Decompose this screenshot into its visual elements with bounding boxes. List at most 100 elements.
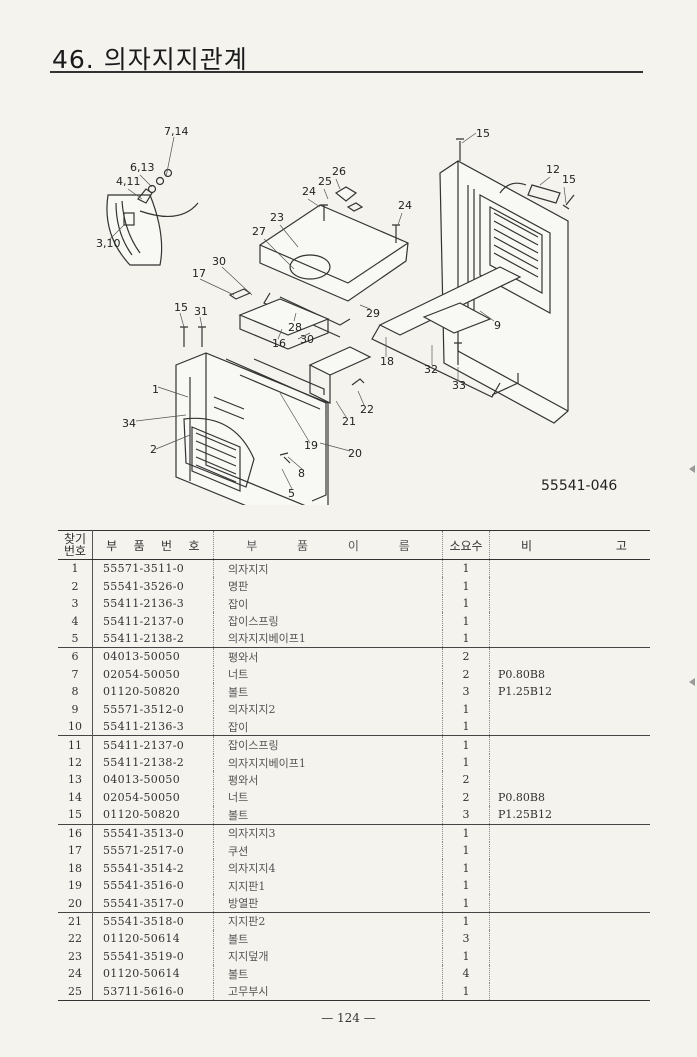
edge-mark bbox=[689, 465, 695, 473]
row-remark: P0.80B8 bbox=[498, 667, 545, 681]
row-remark bbox=[490, 859, 651, 876]
svg-text:20: 20 bbox=[348, 447, 362, 460]
svg-text:16: 16 bbox=[272, 337, 286, 350]
row-number: 15 bbox=[58, 806, 93, 825]
col-header-qty: 소요수 bbox=[442, 530, 490, 560]
row-number: 2 bbox=[58, 577, 93, 595]
svg-text:15: 15 bbox=[174, 301, 188, 314]
svg-text:9: 9 bbox=[494, 319, 501, 332]
exploded-parts-diagram: 7,14 6,13 4,11 3,10 15 12 15 26 25 24 24… bbox=[96, 125, 576, 505]
row-number: 7 bbox=[58, 665, 93, 684]
svg-text:3,10: 3,10 bbox=[96, 237, 121, 250]
figure-code: 55541-046 bbox=[541, 478, 618, 494]
row-part-number: 02054-50050 bbox=[92, 665, 214, 684]
row-quantity: 3 bbox=[442, 683, 490, 701]
parts-table: 찾기 번호 부 품 번 호 부 품 이 름 소요수 비 고 1 55571-351… bbox=[58, 530, 650, 1001]
row-quantity: 1 bbox=[442, 612, 490, 630]
row-part-name: 잡이 bbox=[213, 594, 443, 613]
row-remark bbox=[490, 894, 651, 912]
row-quantity: 1 bbox=[442, 629, 490, 648]
row-part-number: 55411-2138-2 bbox=[92, 629, 214, 648]
row-part-name: 평와서 bbox=[213, 647, 443, 666]
row-part-number: 01120-50820 bbox=[92, 683, 214, 701]
row-number: 17 bbox=[58, 842, 93, 860]
row-remark bbox=[490, 612, 651, 629]
row-remark bbox=[490, 701, 651, 718]
svg-text:26: 26 bbox=[332, 165, 346, 178]
row-number: 10 bbox=[58, 717, 93, 736]
row-part-name: 지지판2 bbox=[213, 911, 443, 931]
row-quantity: 1 bbox=[442, 700, 490, 718]
col-header-remark-label: 비 고 bbox=[521, 538, 627, 553]
row-number: 3 bbox=[58, 594, 93, 613]
row-number: 16 bbox=[58, 823, 93, 842]
row-number: 25 bbox=[58, 982, 93, 1001]
row-quantity: 1 bbox=[442, 559, 490, 578]
row-remark bbox=[490, 560, 651, 578]
row-part-name: 의자지지4 bbox=[213, 859, 443, 877]
row-quantity: 1 bbox=[442, 594, 490, 613]
row-part-number: 55541-3526-0 bbox=[92, 577, 214, 595]
row-part-name: 고무부시 bbox=[213, 982, 443, 1001]
row-remark bbox=[490, 630, 651, 648]
row-number: 19 bbox=[58, 876, 93, 895]
row-part-name: 잡이스프링 bbox=[213, 735, 443, 754]
row-quantity: 2 bbox=[442, 771, 490, 789]
row-part-number: 02054-50050 bbox=[92, 788, 214, 807]
row-quantity: 1 bbox=[442, 735, 490, 754]
svg-text:21: 21 bbox=[342, 415, 356, 428]
row-remark bbox=[490, 718, 651, 736]
col-header-name-label: 부 품 이 름 bbox=[246, 538, 410, 553]
row-quantity: 1 bbox=[442, 982, 490, 1001]
row-number: 11 bbox=[58, 735, 93, 754]
row-part-name: 의자지지3 bbox=[213, 823, 443, 842]
svg-text:15: 15 bbox=[476, 127, 490, 140]
row-number: 9 bbox=[58, 700, 93, 718]
col-header-qty-label: 소요수 bbox=[449, 538, 483, 553]
row-part-number: 04013-50050 bbox=[92, 771, 214, 789]
row-remark bbox=[489, 982, 650, 1001]
svg-text:22: 22 bbox=[360, 403, 374, 416]
svg-text:28: 28 bbox=[288, 321, 302, 334]
row-number: 6 bbox=[58, 647, 93, 666]
row-part-number: 01120-50820 bbox=[92, 806, 214, 825]
row-part-name: 잡이스프링 bbox=[213, 612, 443, 630]
row-remark bbox=[490, 842, 651, 859]
row-part-number: 55541-3516-0 bbox=[92, 876, 214, 895]
row-remark: P1.25B12 bbox=[498, 808, 552, 822]
row-number: 8 bbox=[58, 683, 93, 701]
row-number: 13 bbox=[58, 771, 93, 789]
row-remark bbox=[489, 911, 650, 931]
row-number: 4 bbox=[58, 612, 93, 630]
row-quantity: 1 bbox=[442, 717, 490, 736]
row-part-number: 55571-3512-0 bbox=[92, 700, 214, 718]
col-header-name: 부 품 이 름 bbox=[213, 530, 443, 560]
svg-text:32: 32 bbox=[424, 363, 438, 376]
row-number: 12 bbox=[58, 753, 93, 772]
row-remark bbox=[490, 754, 651, 771]
col-header-no-label: 찾기 번호 bbox=[63, 532, 87, 558]
row-number: 1 bbox=[58, 559, 93, 578]
svg-text:30: 30 bbox=[212, 255, 226, 268]
col-header-no: 찾기 번호 bbox=[58, 530, 93, 560]
row-remark: P0.80B8 bbox=[498, 790, 545, 804]
row-part-name: 잡이 bbox=[213, 717, 443, 736]
col-header-part-no-label: 부 품 번 호 bbox=[106, 538, 200, 553]
